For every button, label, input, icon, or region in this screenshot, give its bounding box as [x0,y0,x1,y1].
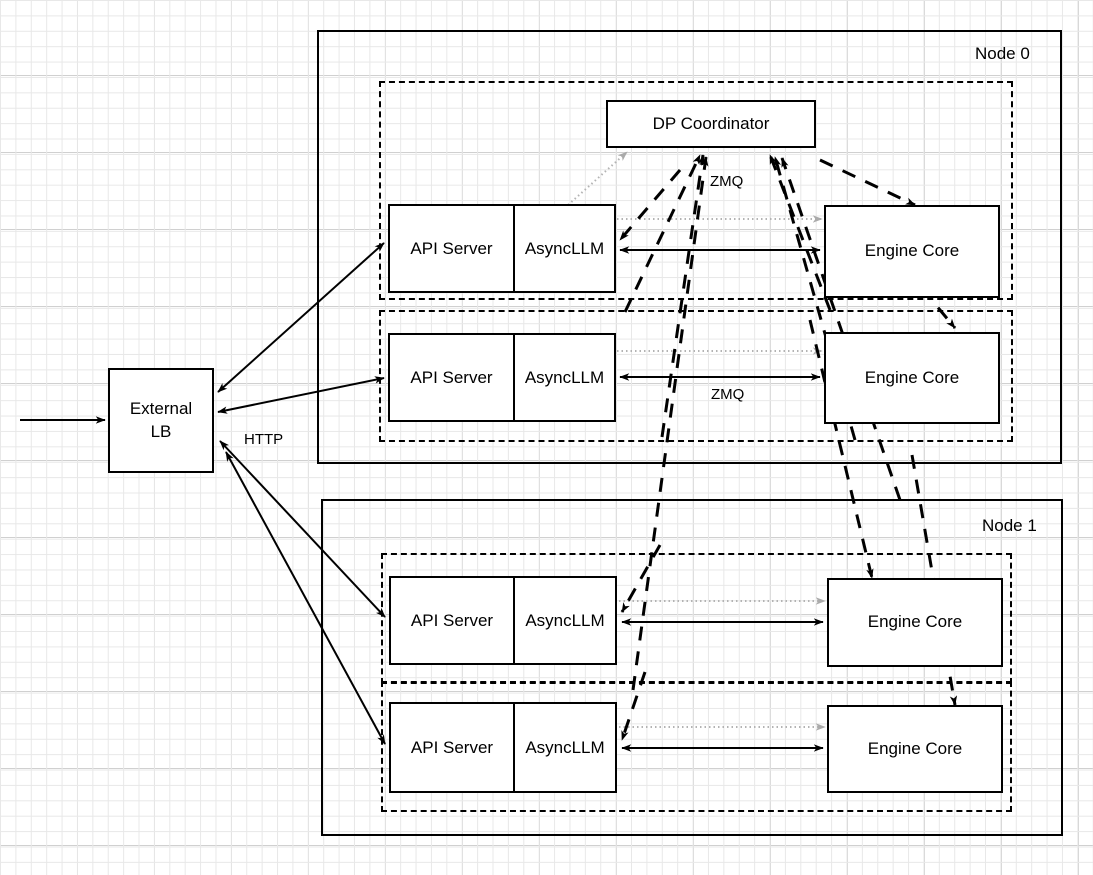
node-1-dp-0-engine-core[interactable]: Engine Core [827,578,1003,667]
node-0-dp-group-1 [379,310,1013,442]
asyncllm-label: AsyncLLM [525,737,605,757]
node-0-dp-0-api-server[interactable]: API Server [390,206,515,291]
node-0-dp-group-0 [379,81,1013,300]
node-1-container [321,499,1063,836]
node-1-label: Node 1 [982,516,1037,535]
engine-core-label: Engine Core [864,367,960,387]
node-1-dp-0-api-server[interactable]: API Server [391,578,515,663]
asyncllm-label: AsyncLLM [525,610,605,630]
asyncllm-label: AsyncLLM [524,367,605,387]
node-1-dp-1-api-unit[interactable]: API Server AsyncLLM [389,702,617,793]
node-0-dp-1-api-server[interactable]: API Server [390,335,515,420]
zmq-coordinator-label: ZMQ [710,173,744,190]
external-lb-box[interactable]: External LB [108,368,214,473]
node-0-label: Node 0 [975,44,1030,63]
external-lb-label-line1: External [129,399,193,419]
api-server-label: API Server [410,737,494,757]
http-label: HTTP [244,431,284,448]
node-0-dp-1-asyncllm[interactable]: AsyncLLM [515,335,614,420]
node-1-dp-1-api-server[interactable]: API Server [391,704,515,791]
zmq-engine-label: ZMQ [711,386,745,403]
api-server-label: API Server [410,367,493,387]
node-0-dp-0-engine-core[interactable]: Engine Core [824,205,1000,298]
engine-core-label: Engine Core [867,738,963,758]
api-server-label: API Server [410,238,493,258]
node-1-dp-group-0 [381,553,1012,684]
node-1-dp-0-api-unit[interactable]: API Server AsyncLLM [389,576,617,665]
asyncllm-label: AsyncLLM [524,238,605,258]
external-lb-label-line2: LB [150,421,172,441]
node-1-dp-group-1 [381,681,1012,812]
node-0-dp-1-api-unit[interactable]: API Server AsyncLLM [388,333,616,422]
engine-core-label: Engine Core [864,241,960,261]
dp-coordinator-box[interactable]: DP Coordinator [606,100,816,148]
node-0-dp-1-engine-core[interactable]: Engine Core [824,332,1000,424]
dp-coordinator-label: DP Coordinator [652,113,770,133]
api-server-label: API Server [410,610,494,630]
node-1-dp-1-asyncllm[interactable]: AsyncLLM [515,704,615,791]
node-0-dp-0-asyncllm[interactable]: AsyncLLM [515,206,614,291]
engine-core-label: Engine Core [867,612,963,632]
node-0-dp-0-api-unit[interactable]: API Server AsyncLLM [388,204,616,293]
node-0-container [317,30,1062,464]
node-1-dp-1-engine-core[interactable]: Engine Core [827,705,1003,793]
node-1-dp-0-asyncllm[interactable]: AsyncLLM [515,578,615,663]
